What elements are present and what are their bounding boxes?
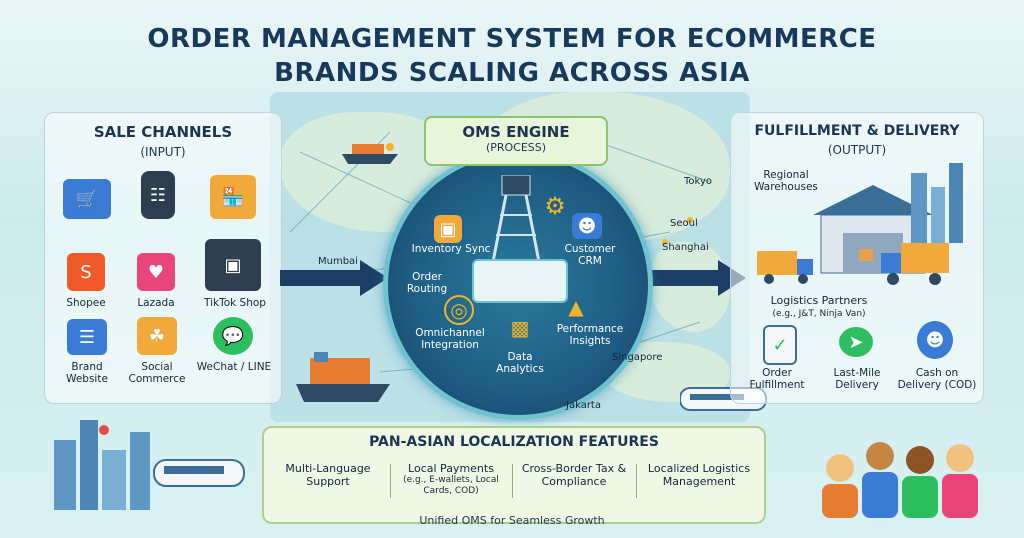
trend-icon: ▲ [568,295,584,319]
customers-illustration [822,442,978,518]
city-singapore: Singapore [612,352,663,363]
storefront-icon: 🏪 [210,175,256,219]
map-landmass [650,242,730,332]
city-tokyo: Tokyo [684,176,712,187]
loc-local-payments-examples: (e.g., E-wallets, Local Cards, COD) [403,475,499,496]
feature-order-routing: Order Routing [406,271,448,295]
social-store-icon: ☘ [137,317,177,355]
cargo-ship-illustration [296,352,390,402]
channel-social-commerce: Social Commerce [128,361,186,385]
delivery-truck-icon [881,243,949,285]
chat-icon: 💬 [213,317,253,355]
city-jakarta: Jakarta [566,400,601,411]
regional-warehouses-label: Regional Warehouses [754,169,818,193]
fulfillment-subtitle: (OUTPUT) [827,143,887,157]
shopee-icon: S [67,253,105,291]
divider [390,464,391,498]
feature-data-analytics: Data Analytics [496,351,544,375]
divider [512,464,513,498]
channel-brand-website: Brand Website [66,361,108,385]
loc-local-payments: Local Payments (e.g., E-wallets, Local C… [396,462,506,497]
footer-tagline: Unified OMS for Seamless Growth [419,514,605,527]
localization-title: PAN-ASIAN LOCALIZATION FEATURES [369,434,659,450]
bar-chart-icon: ▩ [510,316,530,340]
city-mumbai: Mumbai [318,256,358,267]
city-shanghai: Shanghai [662,242,709,253]
feature-omnichannel-integration: Omnichannel Integration [415,327,485,351]
feature-performance-insights: Performance Insights [556,323,624,347]
sale-channels-title: SALE CHANNELS [93,123,233,141]
logistics-partners-examples: (e.g., J&T, Ninja Van) [772,309,866,319]
sale-channels-subtitle: (INPUT) [140,145,186,159]
divider [636,464,637,498]
scooter-icon: ➤ [839,327,873,357]
step-order-fulfillment: Order Fulfillment [749,367,805,391]
container-ship-illustration [342,144,398,164]
control-panel-icon [472,259,568,303]
city-seoul: Seoul [670,218,698,229]
loc-multi-language-support: Multi-Language Support [285,462,371,488]
network-icon: ◎ [444,295,474,325]
shopping-cart-icon: 🛒 [63,179,111,219]
sale-channels-panel: SALE CHANNELS (INPUT) 🛒 ☷ 🏪 S Shopee ♥ L… [44,112,282,404]
channel-shopee: Shopee [66,297,106,309]
feature-customer-crm: Customer CRM [564,243,616,267]
gear-icon: ⚙ [544,192,566,220]
channel-lazada: Lazada [137,297,175,309]
step-cash-on-delivery: Cash on Delivery (COD) [897,367,977,391]
logistics-partners-label: Logistics Partners [770,294,868,307]
smartphone-icon: ☷ [141,171,175,219]
clipboard-check-icon: ✓ [763,325,797,365]
loc-local-payments-label: Local Payments [408,462,494,475]
loc-localized-logistics: Localized Logistics Management [647,462,751,488]
loc-cross-border-tax: Cross-Border Tax & Compliance [521,462,627,488]
server-tower-icon [490,175,542,268]
box-icon: ▣ [434,215,462,243]
output-arrow [636,260,746,296]
city-skyline-illustration [54,420,245,510]
laptop-icon: ▣ [205,239,261,291]
browser-icon: ☰ [67,319,107,355]
users-icon: ☻ [572,213,602,239]
oms-engine-subtitle: (PROCESS) [485,141,547,154]
feature-inventory-sync: Inventory Sync [411,243,491,255]
city-buildings-icon [911,163,963,243]
delivery-truck-icon [757,251,813,284]
courier-icon: ☻ [917,321,953,359]
channel-tiktok-shop: TikTok Shop [204,297,266,309]
title-line-2: BRANDS SCALING ACROSS ASIA [274,58,750,88]
fulfillment-panel: FULFILLMENT & DELIVERY (OUTPUT) Regional… [730,112,984,404]
fulfillment-title: FULFILLMENT & DELIVERY [754,123,960,139]
step-last-mile-delivery: Last-Mile Delivery [833,367,881,391]
title-line-1: ORDER MANAGEMENT SYSTEM FOR ECOMMERCE [147,24,877,54]
oms-engine-label: OMS ENGINE (PROCESS) [424,116,608,166]
oms-engine-title: OMS ENGINE [462,123,570,141]
input-arrow [280,260,388,296]
localization-features-box: PAN-ASIAN LOCALIZATION FEATURES Multi-La… [262,426,766,524]
channel-wechat-line: WeChat / LINE [196,361,272,373]
page-title: ORDER MANAGEMENT SYSTEM FOR ECOMMERCE BR… [0,22,1024,90]
lazada-icon: ♥ [137,253,175,291]
oms-engine-circle: ▣ ⚙ ☻ ▲ ▩ ◎ Inventory Sync Order Routing… [383,150,653,420]
